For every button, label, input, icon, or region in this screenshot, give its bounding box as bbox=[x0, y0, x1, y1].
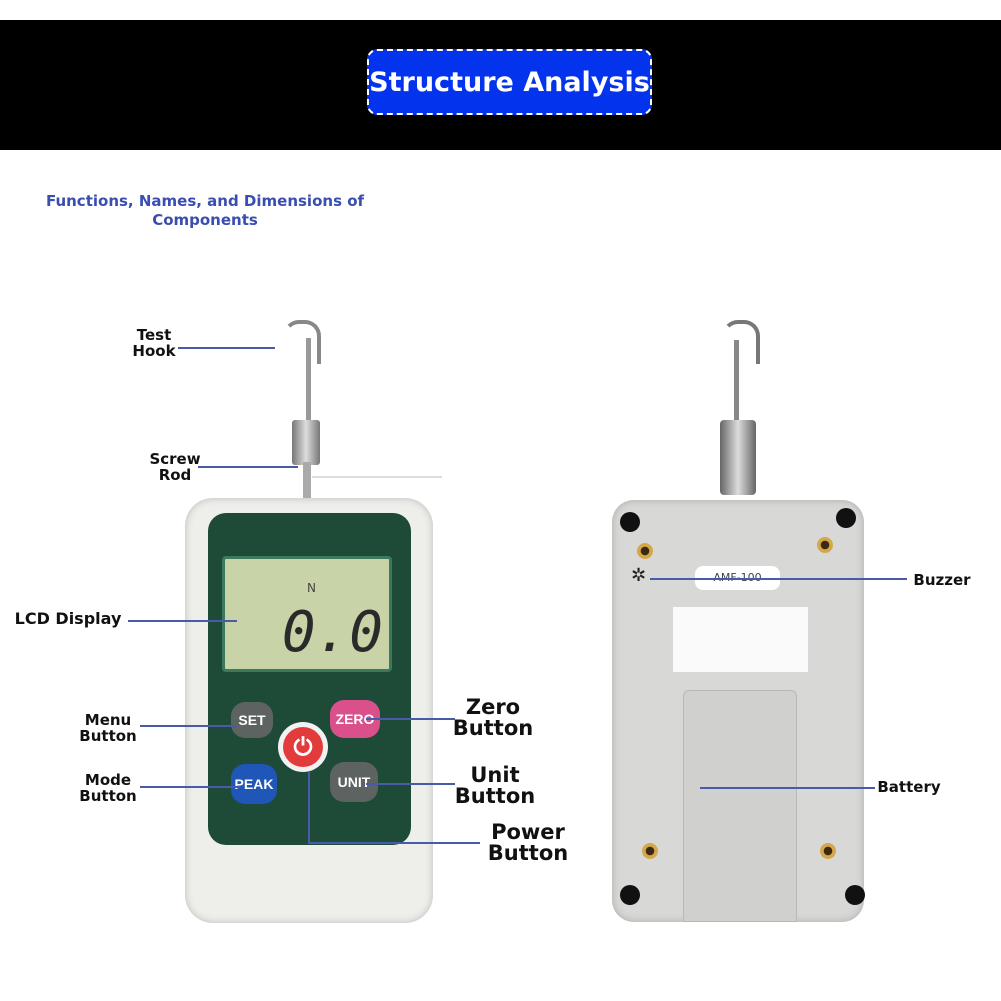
brass-insert bbox=[637, 543, 653, 559]
front-rod bbox=[306, 338, 311, 423]
subtitle: Functions, Names, and Dimensions of Comp… bbox=[45, 192, 365, 229]
back-rod bbox=[734, 340, 739, 425]
peak-button[interactable]: PEAK bbox=[231, 764, 277, 804]
front-screw-rod bbox=[292, 420, 320, 465]
power-button[interactable]: ⏻ bbox=[278, 722, 328, 772]
leader-screw-rod bbox=[198, 466, 298, 468]
leader-zero-button bbox=[366, 718, 455, 720]
screw-hole bbox=[620, 512, 640, 532]
buzzer-icon: ✲ bbox=[631, 565, 647, 586]
screw-hole bbox=[836, 508, 856, 528]
power-icon: ⏻ bbox=[283, 727, 323, 767]
leader-lcd-display bbox=[128, 620, 237, 622]
leader-power-button-h bbox=[308, 842, 480, 844]
leader-mode-button bbox=[140, 786, 240, 788]
brass-insert bbox=[642, 843, 658, 859]
front-rod-lower bbox=[303, 462, 311, 502]
back-hook bbox=[722, 320, 760, 364]
brass-insert bbox=[820, 843, 836, 859]
unit-button[interactable]: UNIT bbox=[330, 762, 378, 802]
brass-insert bbox=[817, 537, 833, 553]
leader-test-hook bbox=[178, 347, 275, 349]
back-screw-rod bbox=[720, 420, 756, 495]
label-mode-button: Mode Button bbox=[79, 771, 137, 805]
label-test-hook: Test Hook bbox=[132, 326, 176, 360]
front-hook bbox=[283, 320, 321, 364]
lcd-reading: 0.0 bbox=[281, 600, 383, 665]
leader-power-button-v bbox=[308, 772, 310, 842]
label-battery: Battery bbox=[877, 778, 941, 796]
label-buzzer: Buzzer bbox=[913, 571, 971, 589]
lcd-screen: N 0.0 bbox=[222, 556, 392, 672]
leader-unit-button bbox=[366, 783, 455, 785]
leader-menu-button bbox=[140, 725, 236, 727]
set-button[interactable]: SET bbox=[231, 702, 273, 738]
lcd-unit: N bbox=[307, 581, 316, 595]
label-menu-button: Menu Button bbox=[79, 711, 137, 745]
leader-screw-rod-right bbox=[312, 476, 442, 478]
label-screw-rod: Screw Rod bbox=[149, 450, 201, 484]
page-title: Structure Analysis bbox=[367, 49, 652, 115]
leader-buzzer bbox=[650, 578, 907, 580]
screw-hole bbox=[845, 885, 865, 905]
back-window bbox=[673, 607, 808, 672]
label-zero-button: Zero Button bbox=[452, 695, 534, 740]
label-power-button: Power Button bbox=[487, 820, 569, 865]
battery-cover[interactable] bbox=[683, 690, 797, 922]
label-unit-button: Unit Button bbox=[454, 763, 536, 808]
label-lcd-display: LCD Display bbox=[14, 609, 122, 628]
leader-battery bbox=[700, 787, 875, 789]
screw-hole bbox=[620, 885, 640, 905]
